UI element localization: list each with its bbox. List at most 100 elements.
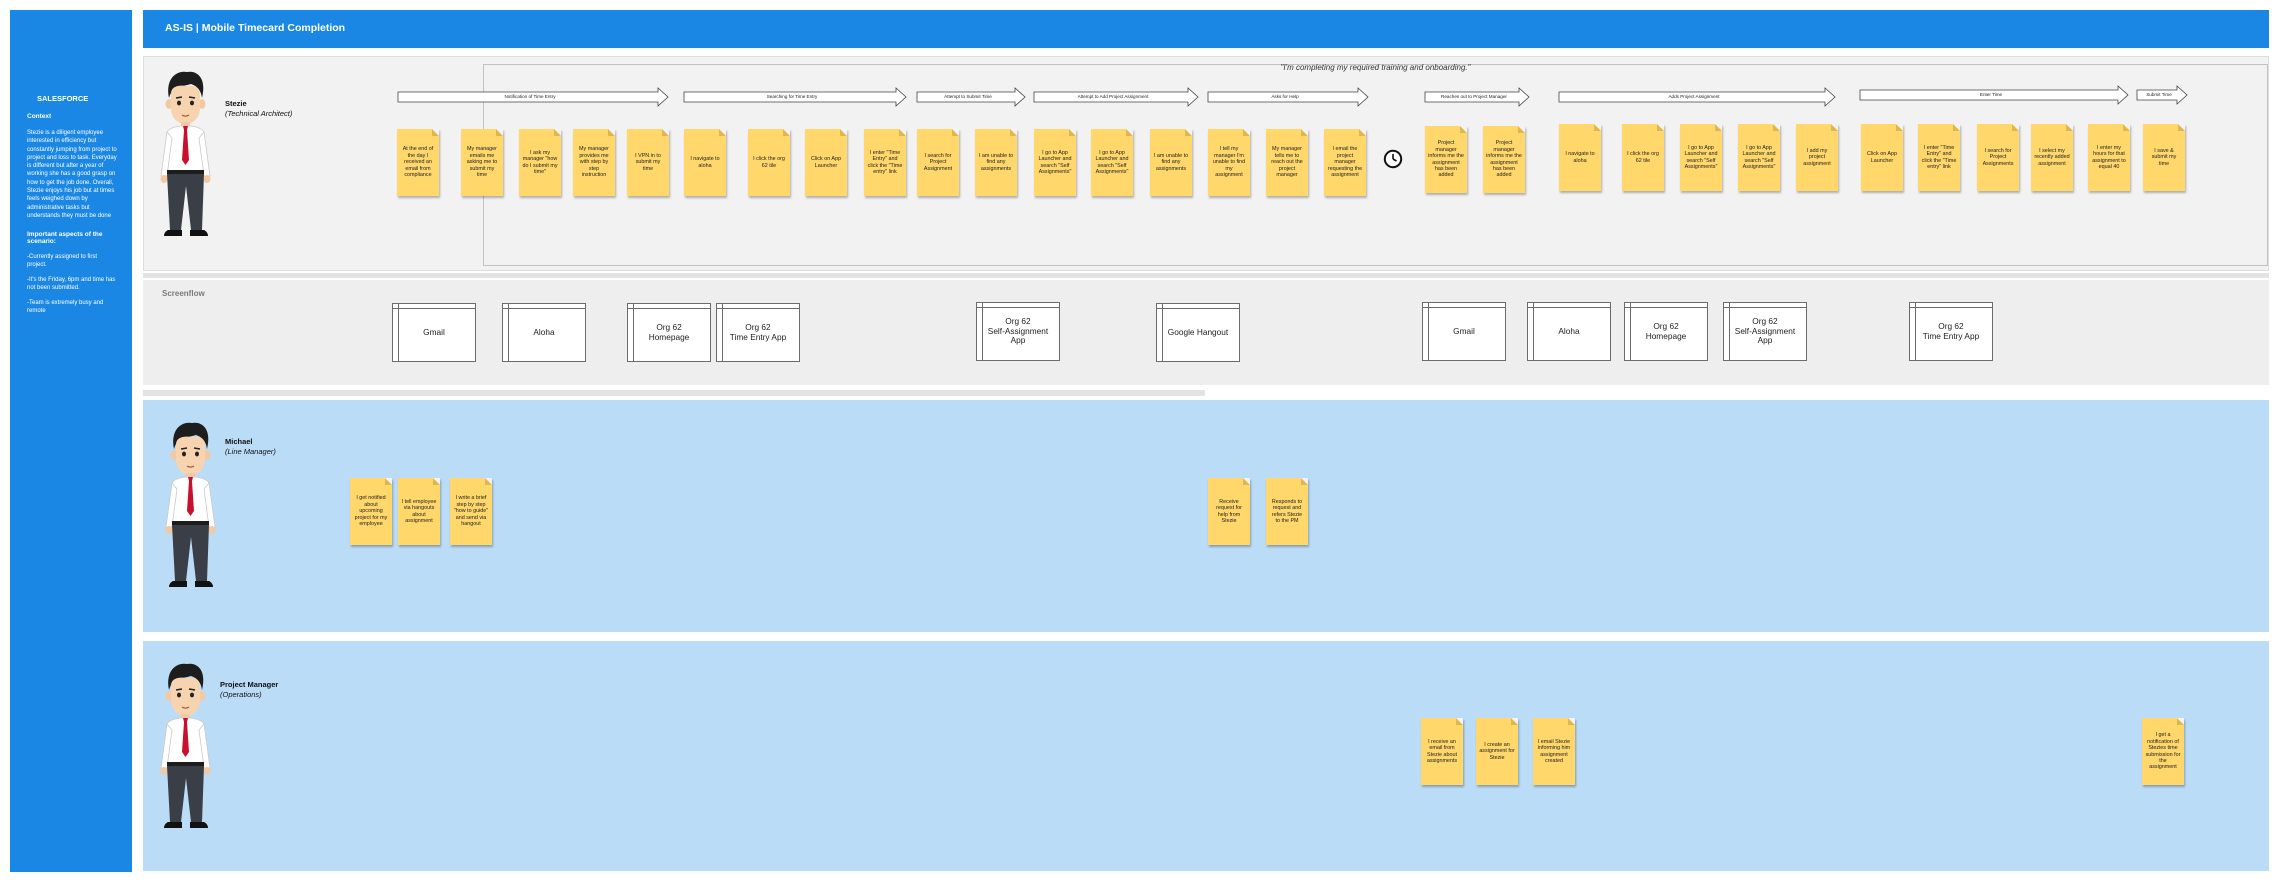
screen-org62-time-entry: Org 62 Time Entry App [1909, 302, 1993, 361]
persona-role: (Technical Architect) [225, 108, 293, 118]
sticky-note: I email Stezie informing him assignment … [1533, 718, 1575, 785]
sticky-note: I email the project manager requesting t… [1324, 129, 1366, 196]
person-avatar-icon [159, 663, 212, 829]
screen-label: Gmail [423, 326, 445, 337]
sticky-note: I enter my hours for that assignment to … [2088, 124, 2130, 191]
persona-project-manager: Project Manager (Operations) [220, 680, 278, 699]
phase-arrow: Notification of Time Entry [397, 87, 669, 107]
phase-arrow: Asks for Help [1207, 87, 1369, 107]
screen-label: Org 62 Self-Assignment App [1734, 316, 1796, 346]
phase-label: Submit Time [2146, 92, 2172, 97]
sticky-note: I save & submit my time [2143, 124, 2185, 191]
sticky-note: Responds to request and refers Stezie to… [1266, 478, 1308, 545]
sticky-note: I receive an email from Stezie about ass… [1421, 718, 1463, 785]
phase-label: Adds Project Assignment [1668, 94, 1720, 99]
person-avatar-icon [164, 422, 217, 588]
sticky-note: I search for Project Assignments [1977, 124, 2019, 191]
sticky-note: I tell employee via hangouts about assig… [398, 478, 440, 545]
screen-label: Gmail [1453, 325, 1475, 336]
sticky-note: I get notified about upcoming project fo… [350, 478, 392, 545]
phase-label: Attempt to Submit Time [944, 94, 992, 99]
phase-label: Asks for Help [1271, 94, 1299, 99]
phase-label: Enter Time [1979, 92, 2003, 97]
phase-label: Attempt to Add Project Assignment [1077, 94, 1149, 99]
phase-arrow: Attempt to Submit Time [916, 87, 1026, 107]
sticky-note: I go to App Launcher and search "Self As… [1680, 124, 1722, 191]
sticky-note: I am unable to find any assignments [1150, 129, 1192, 196]
screen-org62-homepage: Org 62 Homepage [1624, 302, 1708, 361]
context-heading: Context [27, 113, 52, 120]
lane-divider [143, 390, 1205, 396]
screen-gmail: Gmail [1422, 302, 1506, 361]
michael-lane [143, 400, 2269, 632]
screen-label: Org 62 Self-Assignment App [987, 316, 1049, 346]
sticky-note: I get a notification of Stezies time sub… [2142, 718, 2184, 785]
sticky-note: My manager emails me asking me to submit… [461, 129, 503, 196]
sticky-note: My manager tells me to reach out the pro… [1266, 129, 1308, 196]
screen-org62-homepage: Org 62 Homepage [627, 303, 711, 362]
aspect-item: -Team is extremely busy and remote [27, 300, 104, 314]
page-title: AS-IS | Mobile Timecard Completion [143, 10, 2269, 48]
sticky-note: I tell my manager I'm unable to find my … [1208, 129, 1250, 196]
sticky-note: I ask my manager "how do I submit my tim… [519, 129, 561, 196]
screen-label: Org 62 Homepage [648, 322, 690, 342]
phase-arrow: Reaches out to Project Manager [1424, 87, 1530, 107]
screen-label: Aloha [1558, 325, 1580, 336]
sticky-note: I navigate to aloha [684, 129, 726, 196]
sticky-note: I select my recently added assignment [2031, 124, 2073, 191]
sticky-note: My manager provides me with step by step… [573, 129, 615, 196]
clock-icon [1383, 149, 1403, 169]
phase-arrow: Attempt to Add Project Assignment [1033, 87, 1199, 107]
aspect-item: -Currently assigned to first project. [27, 254, 98, 268]
project-manager-lane [143, 641, 2269, 871]
sticky-note: I search for Project Assignment [917, 129, 959, 196]
sticky-note: I go to App Launcher and search "Self As… [1091, 129, 1133, 196]
person-avatar-icon [159, 71, 212, 237]
screen-aloha: Aloha [1527, 302, 1611, 361]
aspects-heading: Important aspects of the scenario: [27, 231, 103, 246]
sticky-note: Receive request for help from Stezie [1208, 478, 1250, 545]
sticky-note: I go to App Launcher and search "Self As… [1738, 124, 1780, 191]
sticky-note: Click on App Launcher [1861, 124, 1903, 191]
lane-divider [143, 273, 2269, 278]
persona-name: Project Manager [220, 680, 279, 689]
sidebar: SALESFORCE Context Stezie is a diligent … [10, 10, 132, 872]
sticky-note: Click on App Launcher [805, 129, 847, 196]
screenflow-label: Screenflow [162, 289, 205, 298]
phase-arrow: Adds Project Assignment [1558, 87, 1836, 107]
persona-stezie: Stezie (Technical Architect) [225, 99, 292, 118]
sticky-note: I navigate to aloha [1559, 124, 1601, 191]
sticky-note: I click the org 62 tile [748, 129, 790, 196]
screen-label: Org 62 Homepage [1645, 321, 1687, 341]
screen-org62-self-assignment: Org 62 Self-Assignment App [976, 302, 1060, 361]
screen-org62-time-entry: Org 62 Time Entry App [716, 303, 800, 362]
screen-aloha: Aloha [502, 303, 586, 362]
screen-label: Org 62 Time Entry App [729, 322, 787, 342]
sticky-note: I create an assignment for Stezie [1476, 718, 1518, 785]
sticky-note: I go to App Launcher and search "Self As… [1034, 129, 1076, 196]
phase-label: Notification of Time Entry [504, 94, 556, 99]
sticky-note: Project manager informs me the assignmen… [1483, 126, 1525, 193]
brand-label: SALESFORCE [37, 94, 89, 103]
sticky-note: I enter "Time Entry" and click the "Time… [864, 129, 906, 196]
screen-google-hangout: Google Hangout [1156, 303, 1240, 362]
persona-name: Michael [225, 437, 253, 446]
sticky-note: I am unable to find any assignments [975, 129, 1017, 196]
phase-arrow: Searching for Time Entry [683, 87, 907, 107]
persona-name: Stezie [225, 99, 247, 108]
persona-michael: Michael (Line Manager) [225, 437, 276, 456]
sticky-note: At the end of the day I received an emai… [397, 129, 439, 196]
sticky-note: I write a brief step by step "how to gui… [450, 478, 492, 545]
sticky-note: I click the org 62 tile [1622, 124, 1664, 191]
context-text: Stezie is a diligent employee interested… [27, 130, 117, 219]
persona-role: (Operations) [220, 689, 262, 699]
screen-label: Aloha [533, 326, 555, 337]
sticky-note: I enter "Time Entry" and click the "Time… [1918, 124, 1960, 191]
screen-label: Org 62 Time Entry App [1922, 321, 1980, 341]
phase-arrow: Enter Time [1859, 85, 2129, 105]
phase-label: Reaches out to Project Manager [1441, 94, 1507, 99]
sticky-note: I VPN in to submit my time [627, 129, 669, 196]
sticky-note: Project manager informs me the assignmen… [1425, 126, 1467, 193]
screen-org62-self-assignment: Org 62 Self-Assignment App [1723, 302, 1807, 361]
